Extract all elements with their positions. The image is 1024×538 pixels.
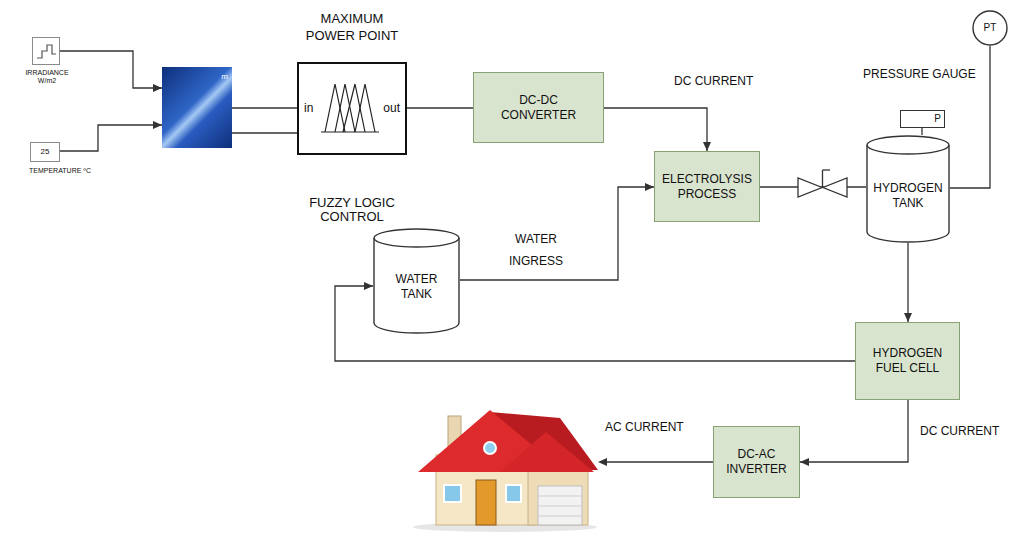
- process-box: DC-AC INVERTER: [713, 426, 800, 498]
- house-illustration: [413, 410, 598, 532]
- process-box: ELECTROLYSIS PROCESS: [654, 151, 760, 222]
- valve-symbol: [798, 170, 847, 197]
- box-label: ELECTROLYSIS PROCESS: [661, 172, 753, 202]
- transmitter-label: PT: [984, 22, 997, 35]
- connector: [407, 108, 473, 109]
- block-title: MAXIMUM POWER POINT: [302, 10, 402, 44]
- connector: [904, 243, 912, 322]
- connector: [604, 108, 711, 151]
- shape-outline: [33, 38, 59, 64]
- port-label: m: [221, 72, 228, 82]
- connector: [922, 128, 923, 135]
- connector-line: [60, 125, 162, 151]
- arrow-head: [153, 84, 162, 92]
- port-label: in: [304, 101, 313, 115]
- process-box: DC-DC CONVERTER: [473, 72, 604, 143]
- storage-cylinder: HYDROGEN TANK: [866, 135, 950, 243]
- constant-block: 25TEMPERATURE ºC: [30, 142, 60, 162]
- signal-source-block: IRRADIANCE W/m2: [32, 37, 60, 65]
- box-label: DC-DC CONVERTER: [493, 93, 585, 123]
- box-label: DC-AC INVERTER: [720, 447, 794, 477]
- source-label: IRRADIANCE W/m2: [19, 69, 75, 85]
- edge-label: DC CURRENT: [918, 424, 1001, 438]
- arrow-head: [904, 313, 912, 322]
- connector-line: [907, 243, 908, 322]
- pv-panel: m: [162, 67, 232, 148]
- edge-label: WATER INGRESS: [498, 228, 574, 272]
- box-label: HYDROGEN FUEL CELL: [866, 346, 950, 376]
- gauge-box: PRESSURE GAUGEP: [900, 110, 945, 128]
- gauge-label: PRESSURE GAUGE: [863, 67, 976, 81]
- connector: [800, 400, 908, 466]
- connector-line: [232, 132, 297, 133]
- arrow-head: [645, 183, 654, 191]
- arrow-head: [703, 142, 711, 151]
- tank-label: WATER TANK: [386, 272, 448, 302]
- connector-line: [60, 51, 162, 88]
- port-label: out: [383, 101, 400, 115]
- transmitter-circle: PT: [972, 10, 1008, 46]
- process-box: HYDROGEN FUEL CELL: [855, 322, 960, 400]
- connector-line: [921, 128, 922, 135]
- arrow-head: [800, 458, 809, 466]
- free-label: AC CURRENT: [603, 420, 686, 434]
- connector: [60, 51, 162, 92]
- connector-line: [407, 107, 473, 108]
- arrow-head: [153, 121, 162, 129]
- source-label: TEMPERATURE ºC: [29, 167, 91, 175]
- block-caption: FUZZY LOGIC CONTROL: [303, 196, 401, 224]
- storage-cylinder: WATER TANK: [373, 228, 460, 334]
- constant-value: 25: [41, 147, 50, 157]
- connector-line: [604, 108, 707, 151]
- connector: [460, 183, 654, 280]
- tank-label: HYDROGEN TANK: [872, 181, 944, 211]
- connector: [232, 133, 297, 134]
- connector: [60, 121, 162, 151]
- connector-line: [460, 187, 654, 280]
- gauge-symbol: P: [934, 113, 941, 125]
- ac-arrow: [598, 458, 713, 466]
- mppt-block: MAXIMUM POWER POINTinoutFUZZY LOGIC CONT…: [297, 62, 407, 155]
- connector-line: [232, 107, 297, 108]
- connector-line: [800, 400, 908, 462]
- arrow-head: [364, 282, 373, 290]
- edge-label: DC CURRENT: [672, 74, 755, 88]
- connector: [232, 108, 297, 109]
